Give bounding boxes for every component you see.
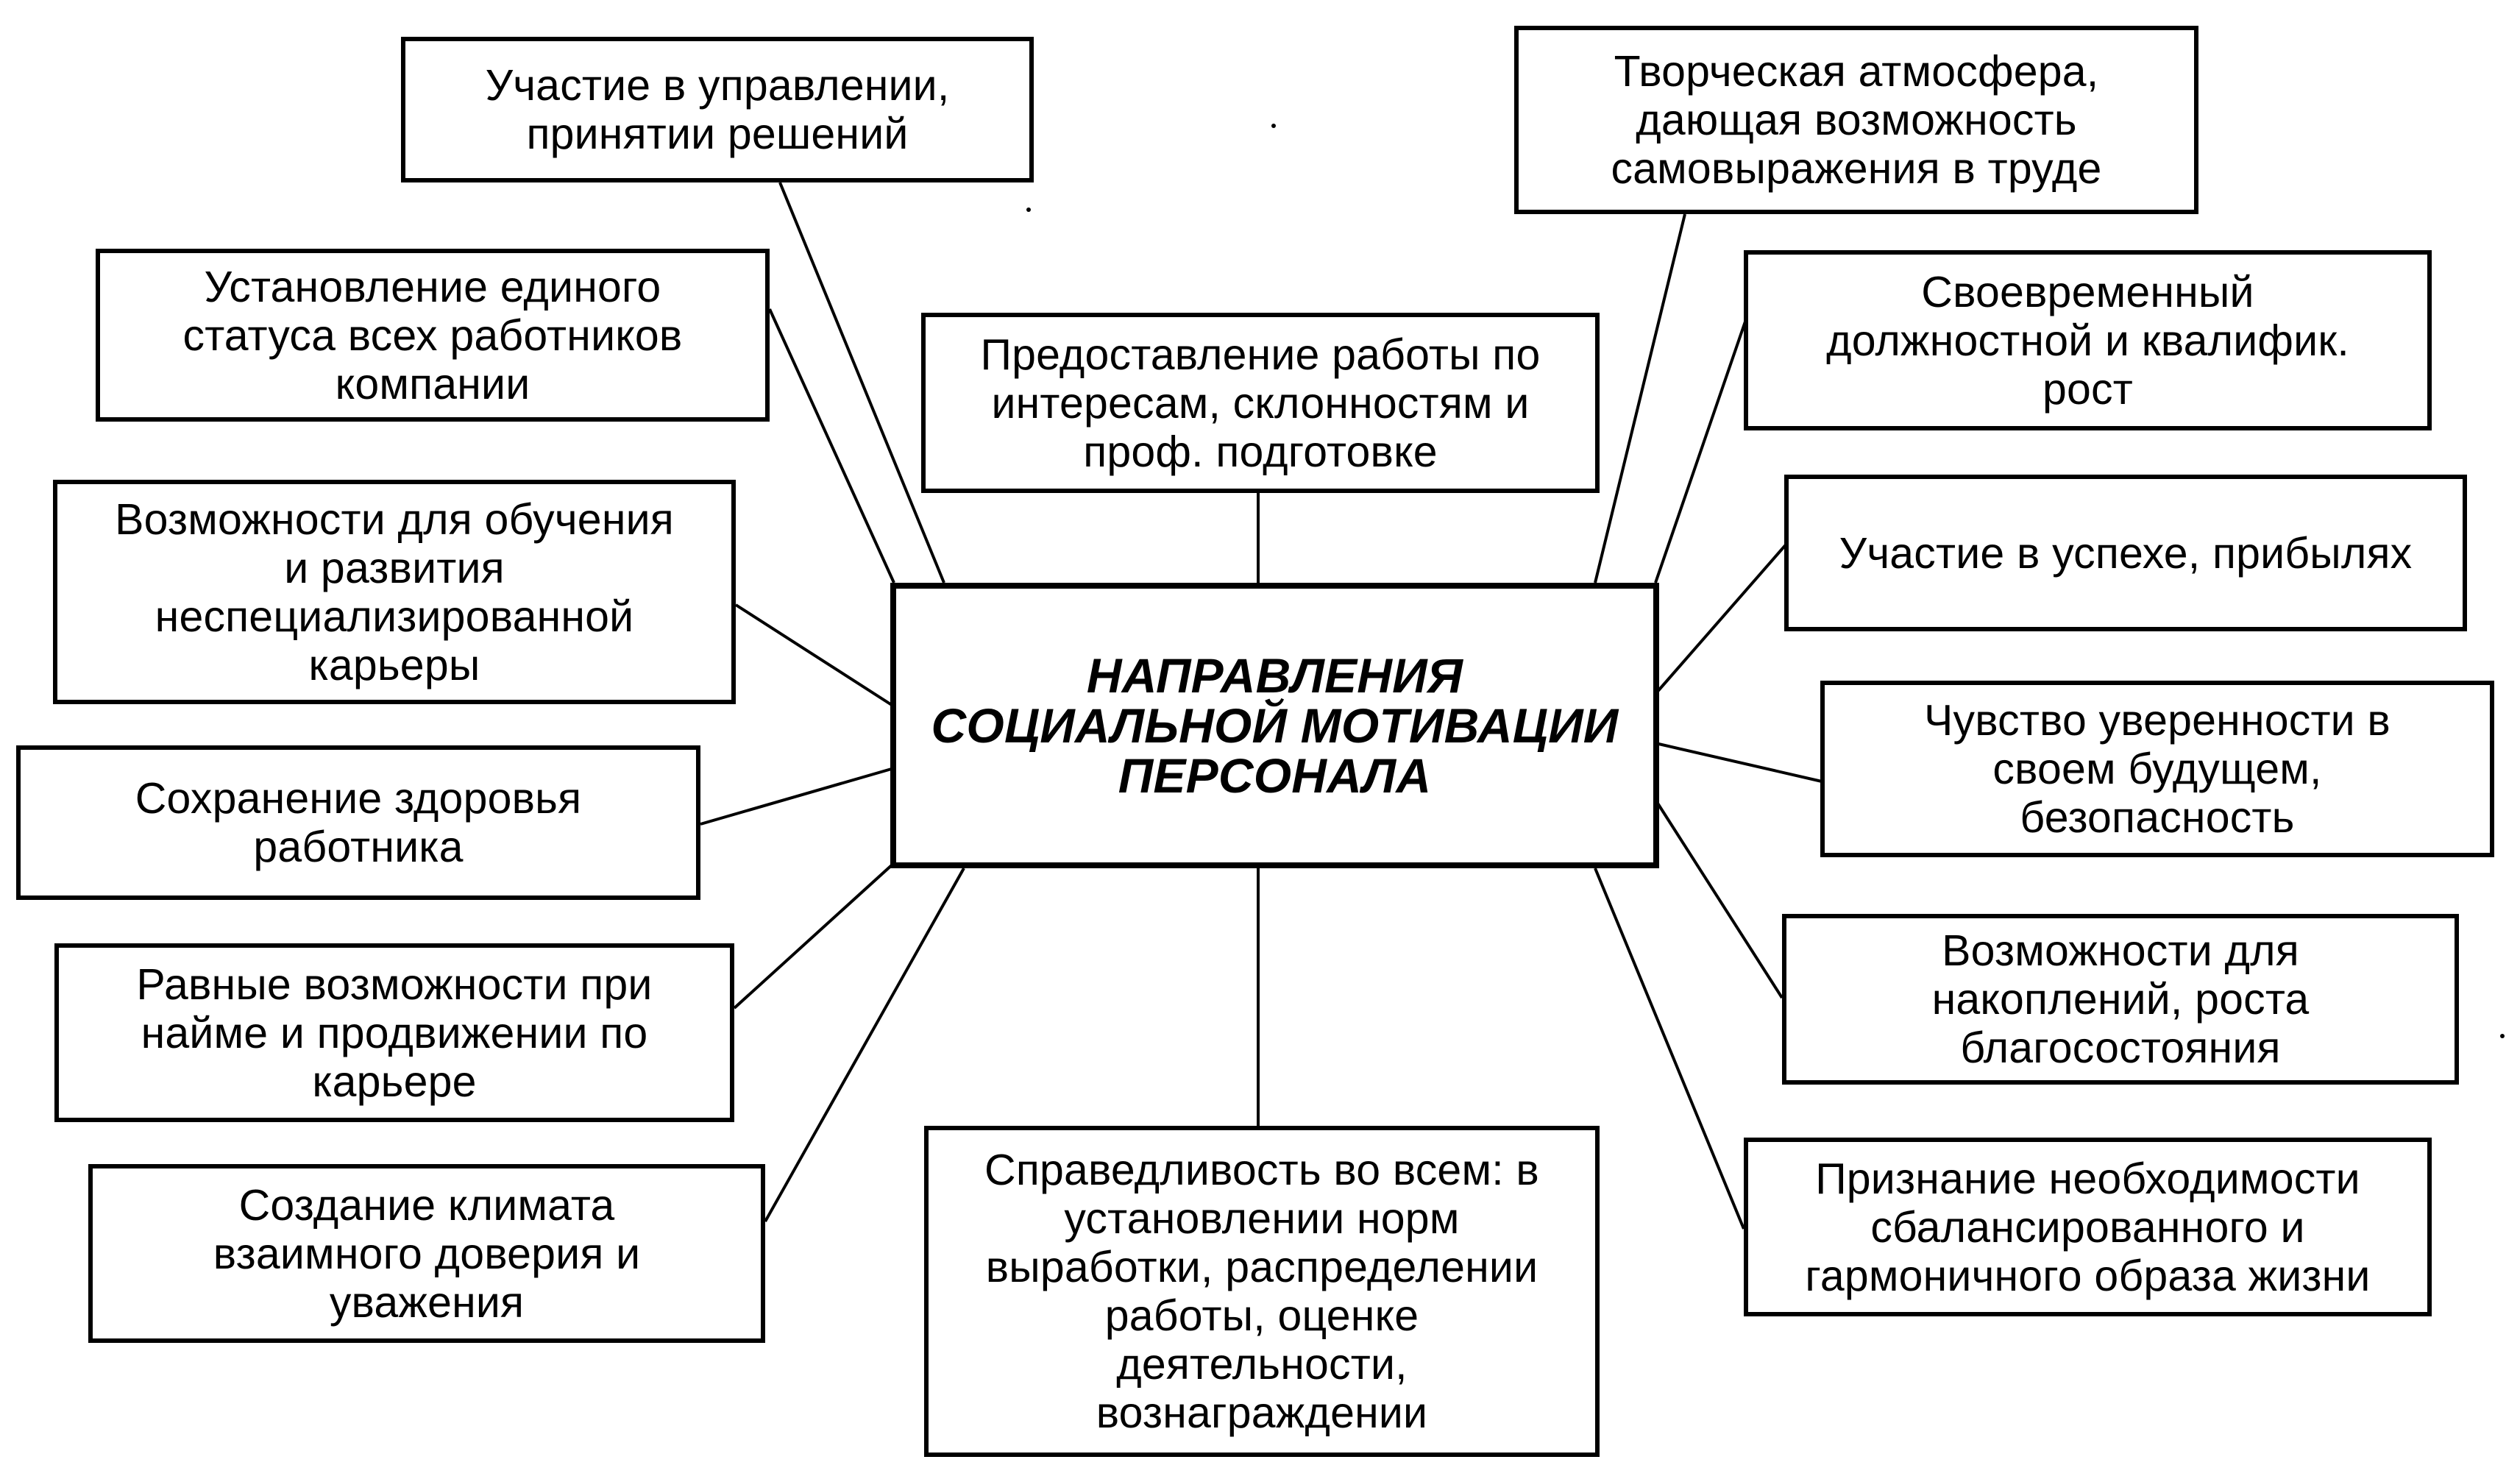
right-node-3: Участие в успехе, прибылях [1784,475,2467,631]
right-node-4-label: Чувство уверенности в своем будущем, без… [1924,696,2391,842]
left-node-2: Установление единого статуса всех работн… [96,249,770,422]
right-node-1: Творческая атмосфера, дающая возможность… [1514,26,2198,214]
top-node-label: Предоставление работы по интересам, скло… [980,330,1541,476]
right-node-2-label: Своевременный должностной и квалифик. ро… [1826,267,2349,414]
right-node-1-label: Творческая атмосфера, дающая возможность… [1611,47,2102,193]
left-node-5-label: Равные возможности при найме и продвижен… [136,960,653,1106]
bottom-node-label: Справедливость во всем: в установлении н… [984,1146,1539,1437]
link-left-2 [768,308,895,584]
left-node-2-label: Установление единого статуса всех работн… [182,262,683,408]
left-node-5: Равные возможности при найме и продвижен… [54,943,734,1122]
link-left-6 [764,868,965,1222]
left-node-6-label: Создание климата взаимного доверия и ува… [213,1180,641,1327]
link-left-5 [733,862,895,1010]
link-left-4 [700,767,895,826]
right-node-6: Признание необходимости сбалансированног… [1744,1138,2432,1316]
scan-speck [1026,208,1031,212]
left-node-4-label: Сохранение здоровья работника [135,774,582,871]
left-node-3: Возможности для обучения и развития несп… [53,480,736,704]
link-right-2 [1654,321,1747,584]
link-right-3 [1654,541,1789,695]
link-right-4 [1655,742,1822,783]
right-node-4: Чувство уверенности в своем будущем, без… [1820,681,2494,857]
bottom-node: Справедливость во всем: в установлении н… [924,1126,1600,1457]
center-title: НАПРАВЛЕНИЯ СОЦИАЛЬНОЙ МОТИВАЦИИ ПЕРСОНА… [931,648,1619,803]
left-node-6: Создание климата взаимного доверия и ува… [88,1164,765,1343]
left-node-1: Участие в управлении, принятии решений [401,37,1034,182]
link-right-5 [1654,798,1783,999]
scan-speck [1271,124,1276,128]
scan-speck [2500,1034,2505,1038]
link-right-6 [1594,868,1745,1230]
right-node-2: Своевременный должностной и квалифик. ро… [1744,250,2432,430]
center-node: НАПРАВЛЕНИЯ СОЦИАЛЬНОЙ МОТИВАЦИИ ПЕРСОНА… [890,583,1659,868]
left-node-1-label: Участие в управлении, принятии решений [485,61,950,158]
top-node: Предоставление работы по интересам, скло… [921,313,1600,493]
right-node-6-label: Признание необходимости сбалансированног… [1805,1154,2371,1300]
link-right-1 [1594,213,1686,584]
right-node-5: Возможности для накоплений, роста благос… [1782,914,2459,1085]
link-left-1 [778,182,945,584]
right-node-3-label: Участие в успехе, прибылях [1839,528,2413,578]
link-left-3 [734,603,895,708]
left-node-3-label: Возможности для обучения и развития несп… [115,494,674,689]
left-node-4: Сохранение здоровья работника [16,745,700,900]
right-node-5-label: Возможности для накоплений, роста благос… [1931,926,2310,1072]
